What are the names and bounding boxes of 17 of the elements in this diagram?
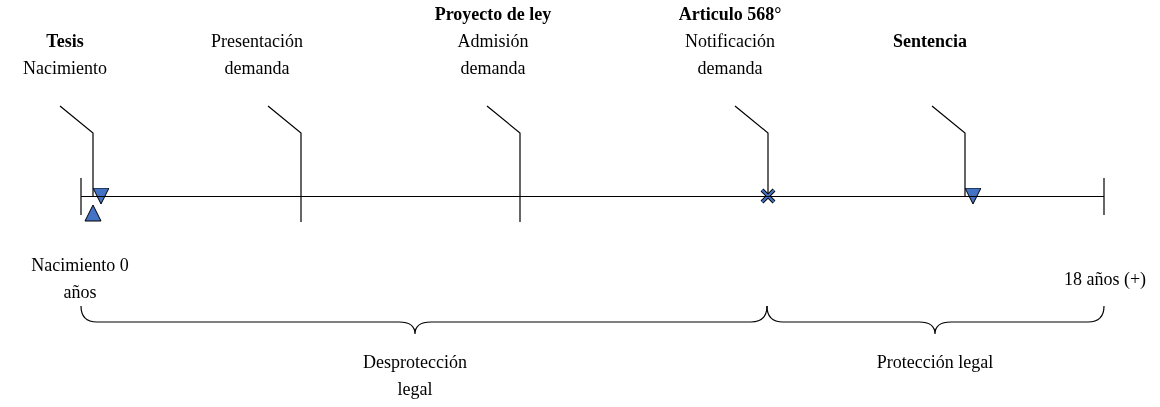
callout-title: Tesis	[45, 30, 85, 53]
timeline-label: 18 años (+)	[1062, 268, 1148, 291]
leader-line	[59, 105, 110, 205]
timeline-label: Protección legal	[875, 351, 995, 374]
leader-line	[267, 105, 302, 197]
callout-text: Presentación demanda	[210, 30, 304, 80]
callout-text: Admisión demanda	[456, 30, 530, 80]
callout-text: Notificación demanda	[684, 30, 776, 80]
leader-line	[486, 105, 521, 197]
timeline-label: Nacimiento 0 años	[30, 254, 130, 304]
timeline-axis	[81, 196, 1104, 197]
leader-line	[931, 105, 982, 205]
callout-title: Proyecto de ley	[433, 3, 553, 26]
callout-title: Articulo 568°	[677, 3, 783, 26]
callout-text: Nacimiento	[22, 57, 108, 80]
callout-title: Sentencia	[892, 30, 968, 53]
timeline-label: Desprotección legal	[362, 351, 468, 401]
